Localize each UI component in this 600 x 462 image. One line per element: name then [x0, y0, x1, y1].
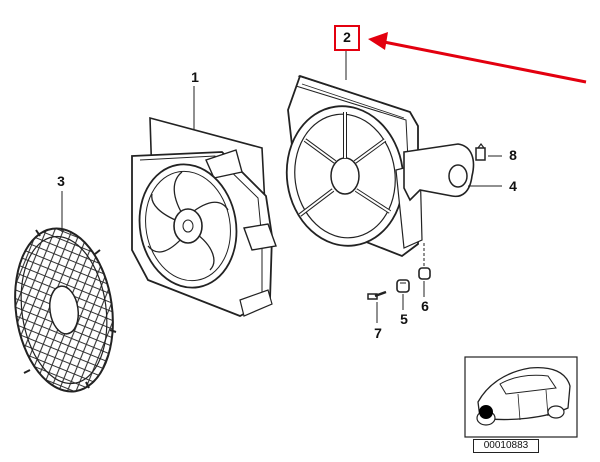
fan-shroud-assembly	[131, 86, 277, 317]
mounting-bracket	[403, 143, 502, 202]
radiator-shroud	[285, 50, 423, 258]
highlight-arrow	[368, 32, 587, 84]
highlight-box	[334, 25, 360, 51]
callout-6: 6	[421, 298, 429, 314]
vehicle-location-inset	[464, 356, 578, 438]
screw	[367, 290, 387, 323]
location-marker	[479, 405, 493, 419]
callout-2: 2	[343, 29, 351, 45]
callout-3: 3	[57, 173, 65, 189]
callout-4: 4	[509, 178, 517, 194]
bushing	[418, 243, 431, 297]
callout-7: 7	[374, 325, 382, 341]
grommet	[396, 279, 410, 310]
callout-8: 8	[509, 147, 517, 163]
diagram-reference-code: 00010883	[473, 439, 539, 453]
clip-nut	[475, 143, 502, 161]
callout-1: 1	[191, 69, 199, 85]
fan-grille	[14, 191, 117, 393]
callout-5: 5	[400, 311, 408, 327]
